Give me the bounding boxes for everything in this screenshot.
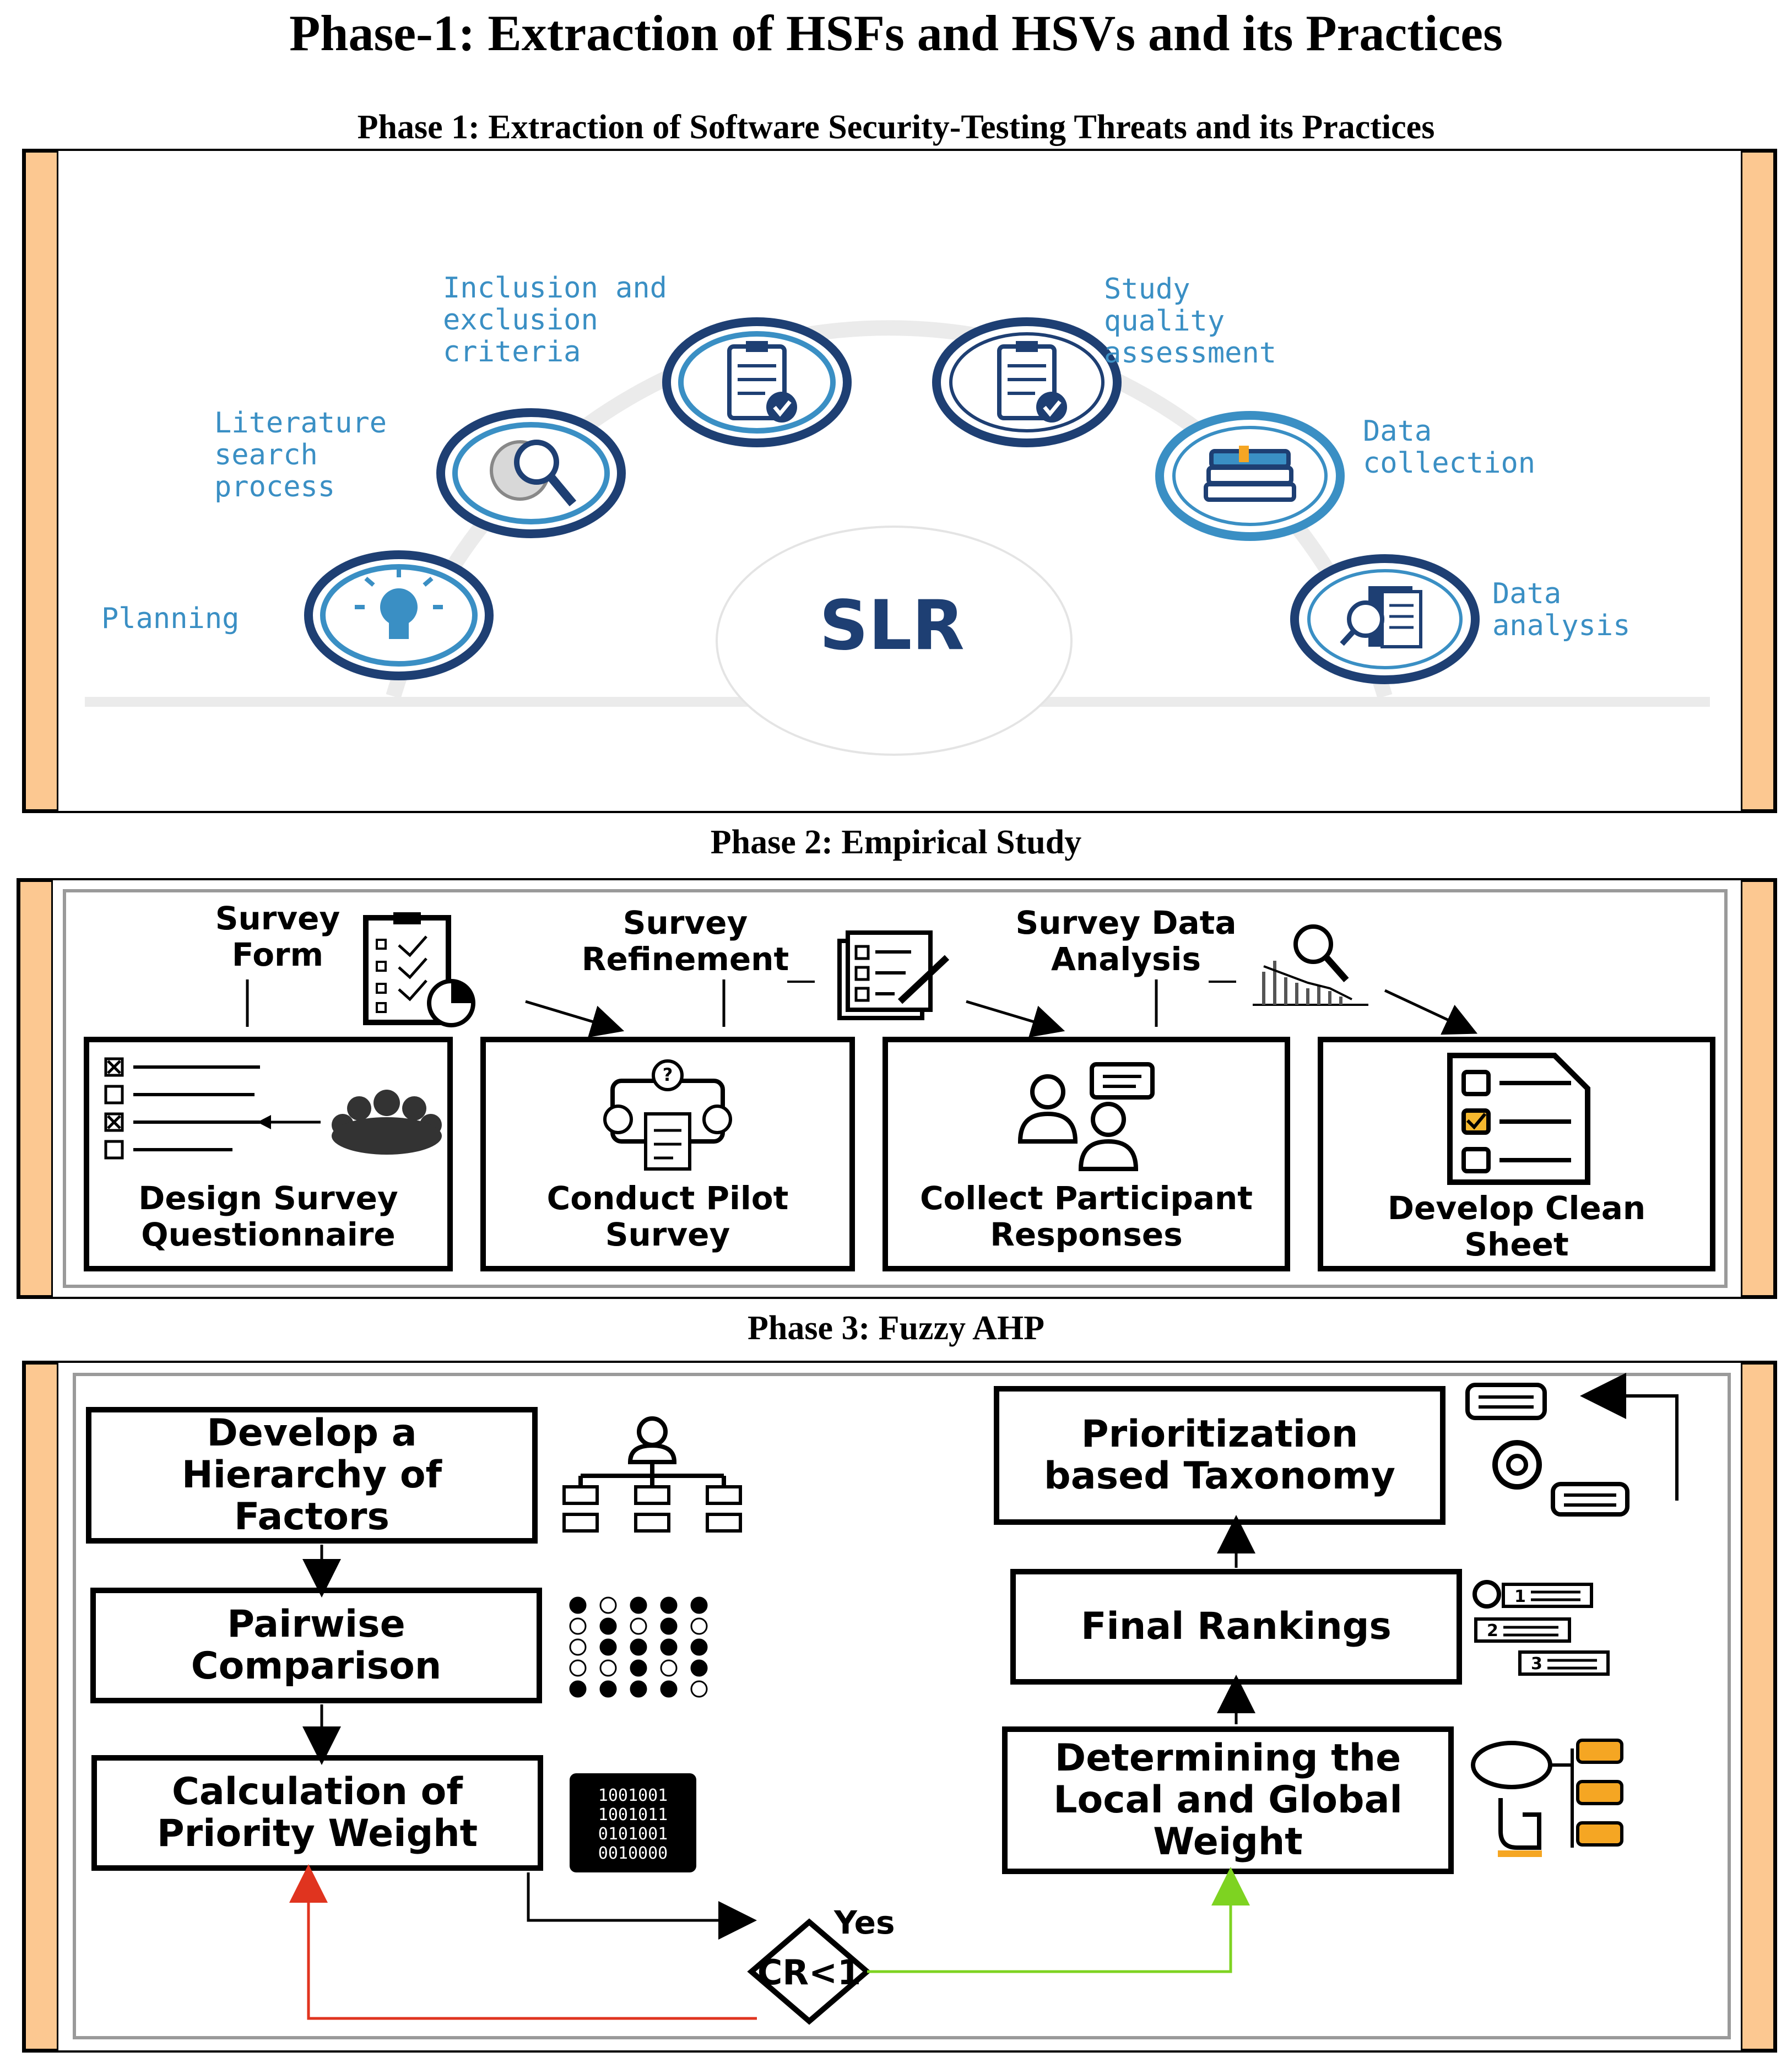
checklist-document-icon <box>1447 1053 1590 1185</box>
svg-text:1: 1 <box>1514 1587 1526 1606</box>
clean-sheet-text: Develop Clean Sheet <box>1387 1189 1646 1263</box>
lightbulb-icon <box>304 550 494 680</box>
matrix-dot <box>660 1659 678 1677</box>
phase3-inner-frame <box>73 1373 1731 2039</box>
matrix-dot <box>630 1596 647 1614</box>
planning-label: Planning <box>101 602 240 635</box>
final-rankings-box: Final Rankings <box>1010 1569 1462 1685</box>
svg-text:?: ? <box>663 1064 673 1085</box>
data-analysis-label: Data analysis <box>1492 577 1631 642</box>
dot-matrix-icon <box>569 1596 708 1698</box>
literature-search-label: Literature search process <box>214 407 387 504</box>
phase2-title: Phase 2: Empirical Study <box>710 824 1082 861</box>
ranked-list-icon: 1 2 3 <box>1472 1580 1610 1676</box>
matrix-dot <box>569 1680 587 1698</box>
collect-responses-text: Collect Participant Responses <box>919 1179 1253 1253</box>
phase3-title: Phase 3: Fuzzy AHP <box>748 1309 1044 1347</box>
phase2-panel: Survey Form Survey Refinement Survey Dat… <box>17 878 1777 1299</box>
participants-chat-icon <box>1017 1062 1155 1171</box>
phase2-inner-frame <box>63 889 1728 1288</box>
phase1-left-sidebar <box>24 151 58 811</box>
matrix-dot <box>599 1638 617 1656</box>
phase3-right-sidebar <box>1741 1363 1775 2050</box>
yes-label: Yes <box>834 1904 895 1941</box>
matrix-dot <box>569 1659 587 1677</box>
survey-form-label: Survey Form <box>215 900 340 973</box>
hierarchy-box: Develop a Hierarchy of Factors <box>86 1407 538 1544</box>
design-survey-text: Design Survey Questionnaire <box>138 1179 398 1253</box>
checklist-icon <box>662 317 852 447</box>
slr-circle <box>716 526 1073 756</box>
matrix-dot <box>690 1596 708 1614</box>
svg-text:0010000: 0010000 <box>598 1844 668 1863</box>
decision-label: CR<1 <box>757 1952 862 1993</box>
pilot-survey-icon: ? <box>603 1059 732 1171</box>
matrix-dot <box>569 1596 587 1614</box>
phase2-connectors <box>246 979 1478 1038</box>
binary-grid-icon: 1001001 1001011 0101001 0010000 <box>570 1773 696 1872</box>
books-icon <box>1155 411 1345 541</box>
matrix-dot <box>569 1617 587 1635</box>
matrix-dot <box>690 1659 708 1677</box>
matrix-dot <box>690 1680 708 1698</box>
survey-refinement-label: Survey Refinement <box>581 904 789 978</box>
cloud-network-icon <box>1471 1739 1623 1857</box>
phase1-title: Phase 1: Extraction of Software Security… <box>357 109 1435 146</box>
phase3-connectors <box>289 1373 1679 2025</box>
matrix-dot <box>630 1638 647 1656</box>
settings-list-icon <box>1465 1383 1629 1517</box>
matrix-dot <box>599 1680 617 1698</box>
phase1-right-sidebar <box>1741 151 1775 811</box>
hierarchy-tree-icon <box>562 1416 742 1533</box>
slr-label: SLR <box>819 586 965 665</box>
pilot-survey-text: Conduct Pilot Survey <box>546 1179 789 1253</box>
svg-text:2: 2 <box>1487 1621 1498 1641</box>
phase2-right-sidebar <box>1741 880 1775 1297</box>
pilot-survey-box: ? Conduct Pilot Survey <box>480 1037 855 1271</box>
clean-sheet-box: Develop Clean Sheet <box>1318 1037 1715 1271</box>
svg-text:3: 3 <box>1531 1654 1542 1674</box>
matrix-dot <box>630 1659 647 1677</box>
matrix-dot <box>690 1617 708 1635</box>
design-survey-box: Design Survey Questionnaire <box>84 1037 453 1271</box>
survey-questionnaire-icon <box>104 1057 442 1160</box>
svg-text:1001011: 1001011 <box>598 1805 668 1825</box>
chart-search-icon <box>1253 924 1368 1006</box>
checklist-icon-2 <box>932 317 1122 447</box>
documents-pen-icon <box>837 930 950 1020</box>
phase1-panel: SLR Planning Literature search process <box>22 149 1777 813</box>
matrix-dot <box>569 1638 587 1656</box>
main-title: Phase-1: Extraction of HSFs and HSVs and… <box>289 5 1503 61</box>
inclusion-exclusion-label: Inclusion and exclusion criteria <box>443 272 667 369</box>
study-quality-label: Study quality assessment <box>1104 273 1277 370</box>
phase3-left-sidebar <box>24 1363 58 2050</box>
data-collection-label: Data collection <box>1363 415 1536 480</box>
matrix-dot <box>690 1638 708 1656</box>
svg-text:0101001: 0101001 <box>598 1825 668 1844</box>
matrix-dot <box>660 1680 678 1698</box>
collect-responses-box: Collect Participant Responses <box>883 1037 1290 1271</box>
phase2-left-sidebar <box>19 880 53 1297</box>
matrix-dot <box>630 1680 647 1698</box>
svg-text:1001001: 1001001 <box>598 1786 668 1805</box>
survey-data-analysis-label: Survey Data Analysis <box>1015 904 1237 978</box>
globe-search-icon <box>436 408 626 538</box>
document-search-icon <box>1290 554 1480 684</box>
local-global-weight-box: Determining the Local and Global Weight <box>1002 1726 1454 1874</box>
matrix-dot <box>630 1617 647 1635</box>
phase3-panel: Develop a Hierarchy of Factors Pairwise … <box>22 1361 1777 2053</box>
matrix-dot <box>599 1596 617 1614</box>
matrix-dot <box>599 1659 617 1677</box>
matrix-dot <box>660 1617 678 1635</box>
clipboard-checklist-icon <box>363 912 475 1027</box>
matrix-dot <box>660 1596 678 1614</box>
taxonomy-box: Prioritization based Taxonomy <box>994 1386 1445 1525</box>
matrix-dot <box>599 1617 617 1635</box>
matrix-dot <box>660 1638 678 1656</box>
